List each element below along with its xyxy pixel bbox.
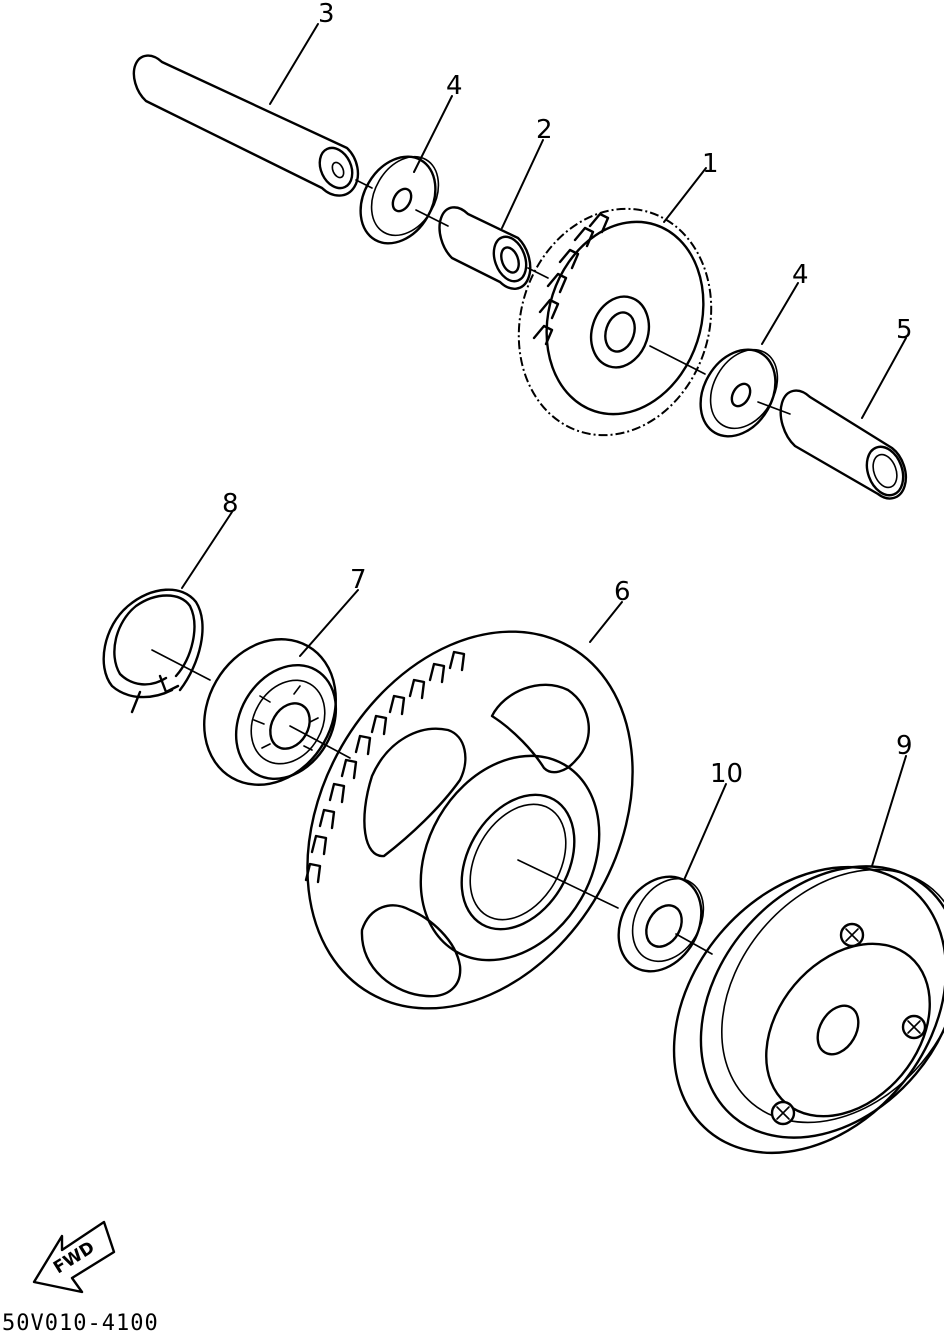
axis-line-lower xyxy=(151,649,713,955)
drawing-code: 50V010-4100 xyxy=(2,1311,159,1335)
callout-9: 9 xyxy=(896,731,913,761)
callout-5: 5 xyxy=(896,315,913,345)
part-5-collar xyxy=(779,389,908,500)
callout-7: 7 xyxy=(350,565,367,595)
part-1-idler-gear xyxy=(517,207,713,437)
callout-4-lower: 4 xyxy=(792,260,809,290)
callout-8: 8 xyxy=(222,489,239,519)
part-9-one-way-clutch xyxy=(672,865,944,1155)
callout-3: 3 xyxy=(318,0,335,29)
callout-6: 6 xyxy=(614,577,631,607)
callout-2: 2 xyxy=(536,115,553,145)
screw-icon xyxy=(770,1100,796,1126)
part-4-washer-upper xyxy=(359,155,440,245)
leader-lines xyxy=(181,23,907,881)
part-4-washer-lower xyxy=(699,348,779,438)
screw-icon xyxy=(839,922,865,948)
part-6-starter-clutch-gear xyxy=(304,630,634,1010)
callout-10: 10 xyxy=(710,759,743,789)
callout-1: 1 xyxy=(702,149,719,179)
part-8-circlip xyxy=(102,588,204,714)
part-2-bushing xyxy=(438,206,532,290)
axis-line-upper xyxy=(355,179,791,415)
fwd-arrow-icon: FWD xyxy=(32,1220,116,1294)
screw-icon xyxy=(901,1014,927,1040)
part-3-shaft xyxy=(132,54,360,197)
callout-4-upper: 4 xyxy=(446,71,463,101)
